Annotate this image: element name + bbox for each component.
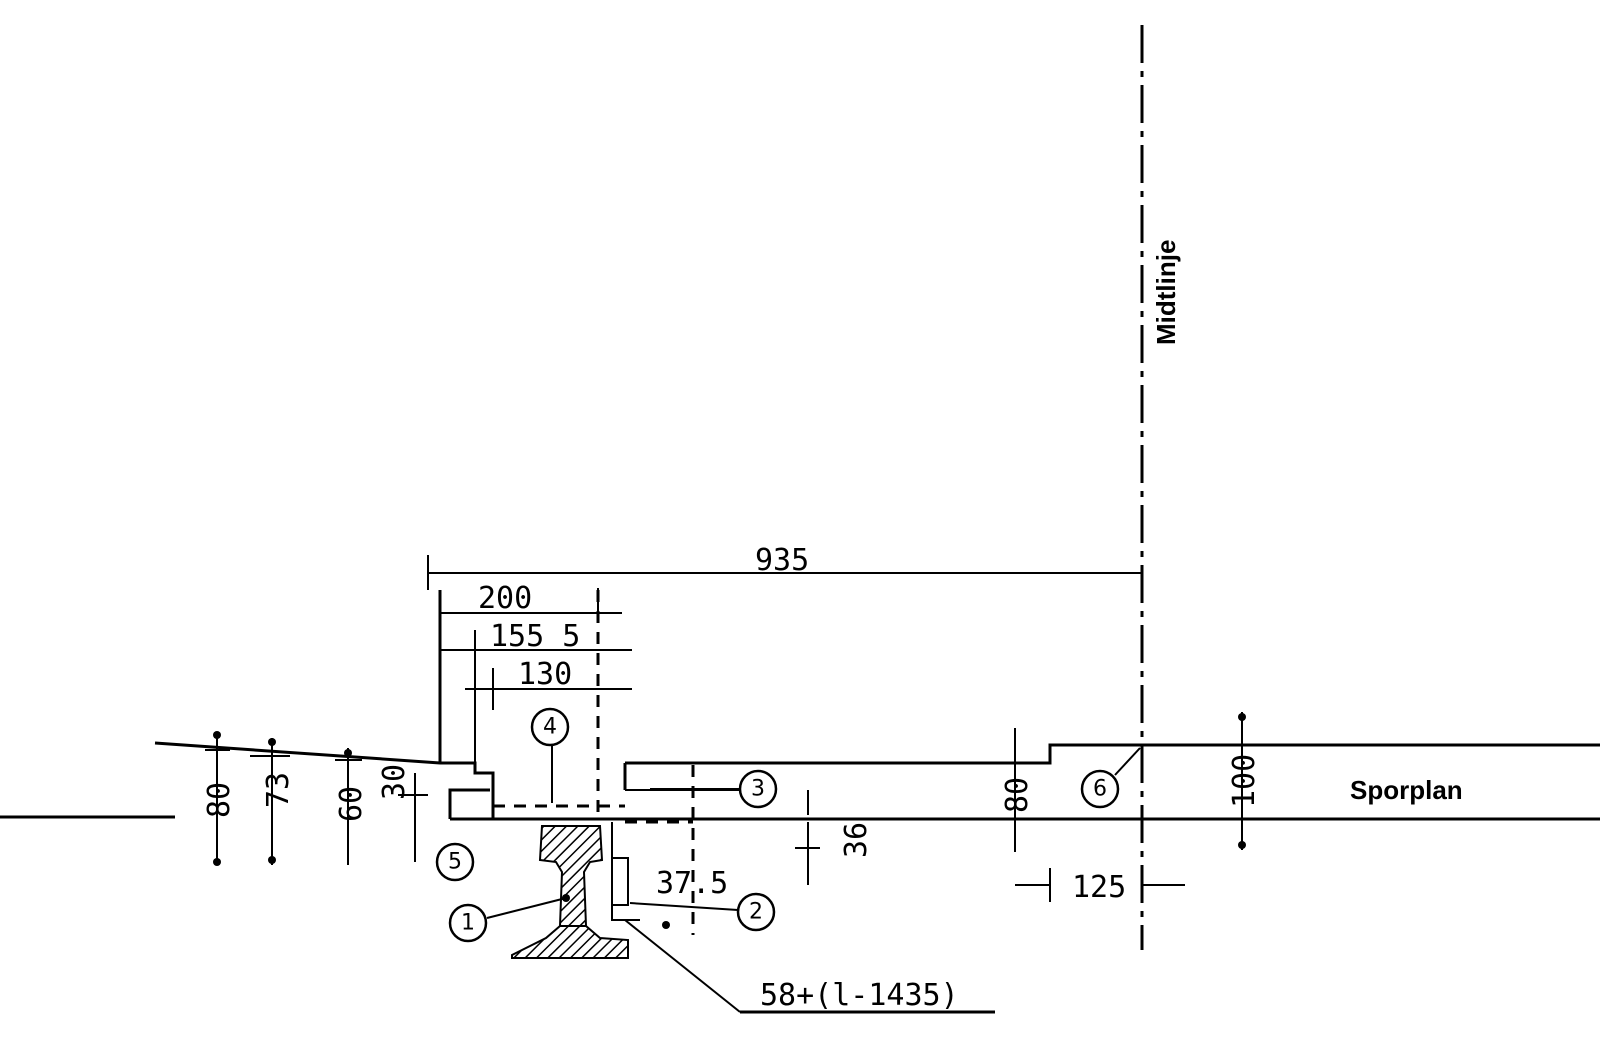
dim-125: 125 [1015, 868, 1185, 905]
formula-leader-dot [662, 921, 670, 929]
callout-3-number: 3 [751, 777, 765, 802]
check-rail-outline [612, 857, 629, 906]
dim-130-label: 130 [518, 657, 572, 692]
dim-36: 36 [795, 790, 874, 885]
callout-3-circle [738, 769, 778, 809]
gauge-profile-inner [448, 788, 490, 819]
callout-4-number: 4 [543, 715, 557, 740]
dim-80-right: 80 [1000, 728, 1035, 852]
dim-935-label: 935 [755, 543, 809, 578]
dim-80-right-label: 80 [1000, 777, 1035, 813]
dim-80-left: 80 [202, 731, 237, 866]
dim-30: 30 [377, 764, 428, 862]
callout-2-number: 2 [749, 900, 763, 925]
callout-1-number: 1 [461, 911, 475, 936]
callout-4-circle [530, 707, 570, 747]
callout-6-circle [1080, 769, 1120, 809]
callout-2-leader [629, 902, 739, 911]
dim-125-label: 125 [1072, 870, 1126, 905]
left-slope-line [154, 741, 495, 819]
dim-60-label: 60 [334, 786, 369, 822]
callout-1-circle [448, 903, 488, 943]
dim-155-label: 155 5 [490, 619, 580, 654]
callout-2-circle [736, 892, 776, 932]
rail-head [538, 825, 604, 927]
dim-100: 100 [1227, 712, 1262, 850]
dim-100-label: 100 [1227, 754, 1262, 808]
rail-foot [511, 925, 629, 959]
callout-1-dot [562, 894, 570, 902]
flangeway-outline [611, 822, 640, 921]
callout-6-number: 6 [1093, 777, 1107, 802]
platform-profile [625, 743, 1600, 765]
callout-1-leader [486, 897, 567, 919]
dim-80-left-label: 80 [202, 782, 237, 818]
dim-36-label: 36 [839, 822, 874, 858]
dim-73-label: 73 [261, 772, 296, 808]
callout-6-leader [1114, 747, 1141, 776]
sporplan-label: Sporplan [1350, 775, 1463, 805]
callout-5-circle [435, 842, 475, 882]
formula-label: 58+(l-1435) [760, 978, 959, 1013]
dim-37-5-label: 37.5 [656, 866, 728, 901]
midtlinje-label: Midtlinje [1151, 240, 1181, 345]
dim-60: 60 [334, 748, 369, 865]
formula-leader [624, 919, 741, 1013]
dim-73: 73 [250, 738, 296, 865]
dim-200-label: 200 [478, 581, 532, 616]
dim-30-label: 30 [377, 764, 412, 800]
callout-5-number: 5 [448, 850, 462, 875]
